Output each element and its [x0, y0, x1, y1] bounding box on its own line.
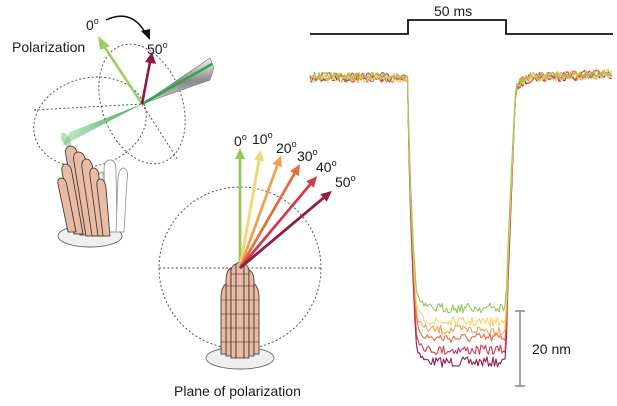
- beam-spot: [60, 132, 72, 148]
- angle-arrow-50: [239, 196, 325, 270]
- polarization-setup: 0o 50o Polarization: [12, 15, 215, 248]
- trace-50deg: [309, 72, 612, 368]
- angle-arrow-20: [238, 165, 279, 269]
- plane-of-polarization-diagram: 0o 10o 20o 30o 40o 50o Plane of polariza…: [158, 130, 356, 399]
- angle-30-label: 30o: [297, 147, 318, 164]
- sphere-axis-line-2: [141, 103, 179, 161]
- displacement-traces-panel: 50 ms 20 nm: [309, 3, 613, 387]
- scale-bar-label: 20 nm: [532, 341, 571, 357]
- angle-arrowhead-20: [272, 155, 282, 168]
- laser-beam: [62, 104, 142, 146]
- hair-bundle-middle: [220, 261, 260, 359]
- angle-arrow-10: [238, 160, 261, 269]
- angle-arrow-40: [238, 183, 312, 269]
- trace-40deg: [309, 69, 612, 356]
- rotation-arrow: [105, 15, 147, 35]
- trace-20deg: [309, 69, 612, 336]
- probe-beam-line: [141, 62, 213, 106]
- trace-10deg: [309, 72, 612, 328]
- angle-10-label: 10o: [252, 130, 273, 147]
- top-angle-50-label: 50o: [147, 40, 168, 57]
- angle-40-label: 40o: [316, 158, 337, 175]
- angle-arrowhead-50: [320, 190, 332, 202]
- plane-of-polarization-label: Plane of polarization: [174, 383, 301, 399]
- arrowhead-50deg-top: [145, 52, 156, 64]
- arrow-50deg-top: [140, 61, 152, 105]
- angle-arrowhead-30: [290, 164, 300, 177]
- hair-bundle: [57, 145, 111, 237]
- stimulus-timing-bar: [310, 19, 613, 35]
- arrow-0deg-top: [102, 45, 144, 105]
- stimulus-duration-label: 50 ms: [434, 3, 472, 19]
- top-angle-0-label: 0o: [86, 16, 99, 33]
- angle-arrowhead-0: [235, 148, 245, 159]
- rotation-arrowhead: [141, 29, 150, 40]
- displacement-traces: [309, 69, 613, 368]
- angle-50-label: 50o: [335, 173, 356, 190]
- polarization-label: Polarization: [12, 39, 85, 55]
- angle-arrow-30: [238, 172, 296, 269]
- arrowhead-0deg-top: [98, 36, 110, 50]
- angle-arrows: [235, 148, 332, 270]
- trace-0deg: [309, 70, 613, 314]
- polarization-sphere-left: [33, 76, 147, 168]
- angle-20-label: 20o: [276, 139, 297, 156]
- angle-arrowhead-10: [254, 149, 264, 162]
- angle-0-label: 0o: [234, 132, 247, 149]
- angle-arrowhead-40: [306, 176, 318, 188]
- angle-labels: 0o 10o 20o 30o 40o 50o: [234, 130, 356, 190]
- trace-30deg: [309, 72, 612, 343]
- sphere-axis-line: [33, 103, 143, 111]
